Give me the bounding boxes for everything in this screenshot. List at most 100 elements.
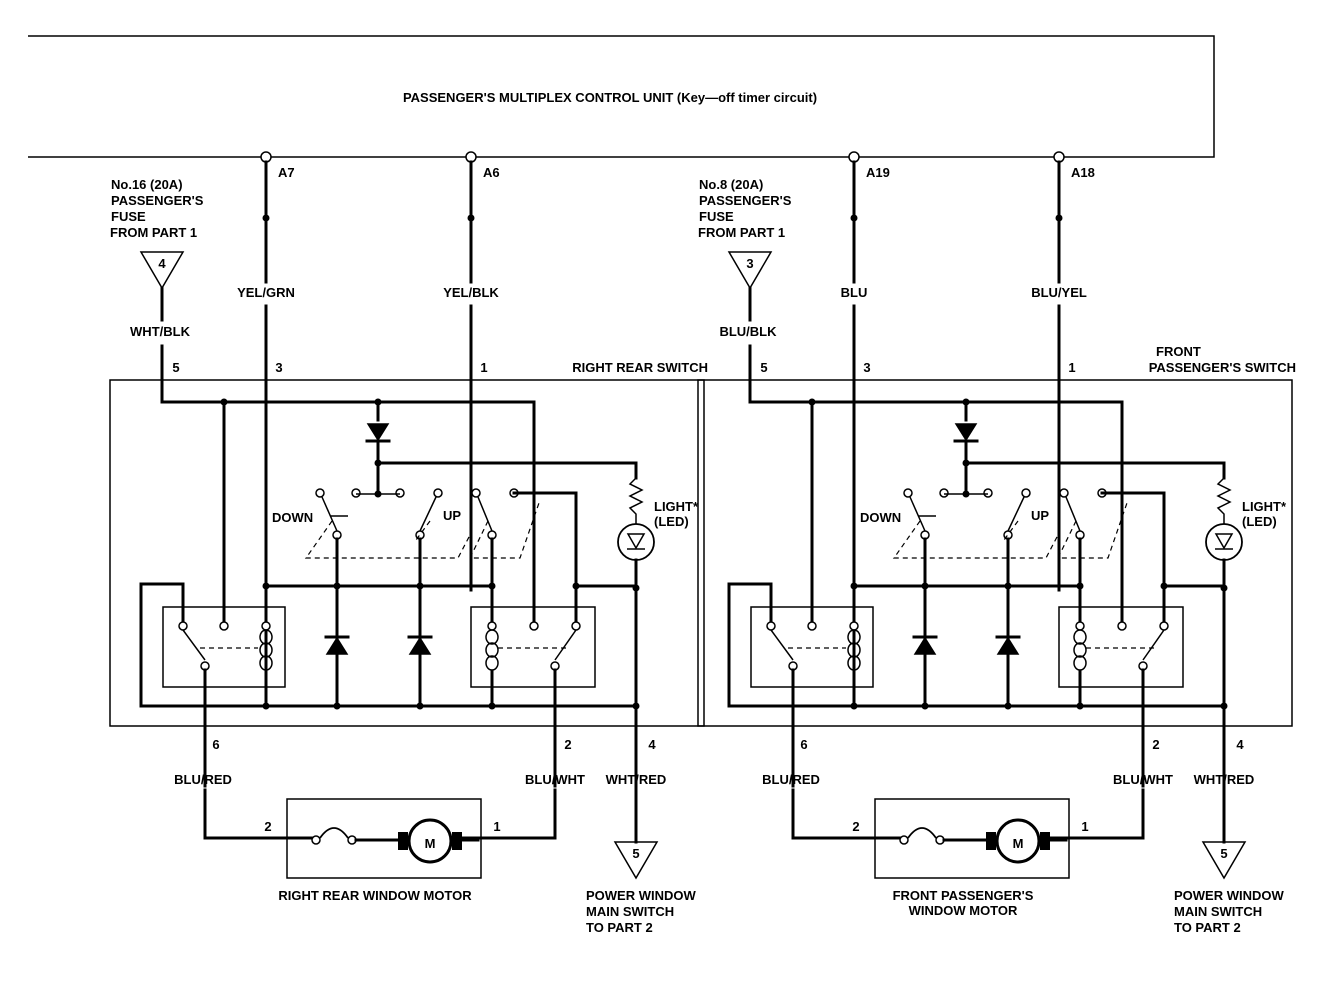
ground-label: TO PART 2 — [586, 920, 653, 935]
relay-coil-loop — [1073, 655, 1087, 671]
terminal — [219, 621, 229, 631]
terminal — [395, 488, 405, 498]
motor-pin-label: 2 — [264, 819, 271, 834]
relay-coil-loop — [1073, 629, 1087, 645]
fuse-label: PASSENGER'S — [699, 193, 792, 208]
relay-coil-loop — [485, 655, 499, 671]
junction-dot — [850, 702, 858, 710]
wire — [419, 496, 437, 532]
wire — [727, 582, 1226, 708]
junction-dot — [416, 582, 424, 590]
led-diode — [1214, 533, 1234, 550]
motor-box — [874, 798, 1070, 879]
junction-dot — [1004, 702, 1012, 710]
ground-label: MAIN SWITCH — [1174, 904, 1262, 919]
wire — [791, 788, 906, 840]
motor-box — [286, 798, 482, 879]
terminal — [849, 621, 859, 631]
relay-coil-loop — [259, 642, 273, 658]
terminal — [487, 621, 497, 631]
motor-icon — [995, 818, 1041, 864]
switch-linkage — [1057, 499, 1129, 559]
terminal — [983, 488, 993, 498]
terminal — [261, 621, 271, 631]
wire — [203, 788, 318, 840]
switch-linkage — [304, 520, 471, 559]
junction-dot — [262, 702, 270, 710]
terminal — [529, 621, 539, 631]
up-label: UP — [443, 508, 461, 523]
motor-label: RIGHT REAR WINDOW MOTOR — [278, 888, 472, 903]
terminal-label: A18 — [1071, 165, 1095, 180]
motor-brush — [452, 832, 462, 850]
terminal — [903, 488, 913, 498]
wire — [460, 788, 557, 840]
connector-triangle — [727, 251, 773, 290]
ground-label: MAIN SWITCH — [586, 904, 674, 919]
connector-number: 4 — [158, 256, 166, 271]
connector-triangle — [1201, 841, 1247, 880]
wire — [748, 400, 1124, 622]
fuse-label: FUSE — [111, 209, 146, 224]
junction-dot — [921, 702, 929, 710]
wire — [1048, 788, 1145, 840]
terminal — [571, 621, 581, 631]
wire — [1007, 496, 1025, 532]
junction-dot — [1055, 214, 1063, 222]
junction-dot — [850, 214, 858, 222]
connector-number: 3 — [746, 256, 753, 271]
relay-coil-loop — [847, 655, 861, 671]
terminal — [351, 488, 361, 498]
wire-label: BLU/RED — [762, 772, 820, 787]
fuse-label: No.16 (20A) — [111, 177, 183, 192]
breaker-icon — [319, 827, 349, 839]
wire — [554, 629, 577, 661]
fuse-label: PASSENGER'S — [111, 193, 204, 208]
wire — [909, 496, 926, 532]
wire — [1216, 477, 1232, 525]
motor-symbol: M — [1013, 836, 1024, 851]
wire — [376, 461, 638, 480]
switch-title: FRONT — [1156, 344, 1201, 359]
switch-linkage — [1003, 520, 1019, 541]
terminal — [939, 488, 949, 498]
wire — [139, 582, 638, 708]
light-label: (LED) — [1242, 514, 1277, 529]
ground-label: POWER WINDOW — [586, 888, 696, 903]
relay-box-right — [1058, 606, 1184, 688]
ground-label: POWER WINDOW — [1174, 888, 1284, 903]
junction-dot — [1076, 582, 1084, 590]
terminal — [807, 621, 817, 631]
wire-label: WHT/RED — [606, 772, 667, 787]
wire-label: YEL/BLK — [443, 285, 499, 300]
motor-pin-label: 2 — [852, 819, 859, 834]
control-unit: PASSENGER'S MULTIPLEX CONTROL UNIT (Key—… — [28, 35, 1215, 158]
junction-dot — [262, 582, 270, 590]
connector-triangle — [613, 841, 659, 880]
pin-label: 1 — [1068, 360, 1075, 375]
terminal — [311, 835, 321, 845]
switch-box — [109, 379, 705, 727]
fuse-label: FROM PART 1 — [698, 225, 785, 240]
control-unit-label: PASSENGER'S MULTIPLEX CONTROL UNIT (Key—… — [403, 90, 817, 105]
wire — [770, 629, 794, 661]
pin-label: 3 — [863, 360, 870, 375]
fuse-label: No.8 (20A) — [699, 177, 763, 192]
relay-box-left — [750, 606, 874, 688]
diode-symbol — [325, 636, 349, 655]
wire — [628, 477, 644, 525]
junction-dot — [488, 702, 496, 710]
terminal — [315, 488, 325, 498]
terminal — [1159, 621, 1169, 631]
switch-linkage — [892, 520, 1059, 559]
terminal-label: A7 — [278, 165, 295, 180]
pin-label: 5 — [172, 360, 179, 375]
wire-label: BLU/WHT — [1113, 772, 1173, 787]
wire — [1065, 496, 1081, 532]
wire — [1142, 629, 1165, 661]
switch-linkage — [415, 520, 431, 541]
relay-coil-loop — [259, 629, 273, 645]
junction-dot — [333, 582, 341, 590]
motor-brush — [1040, 832, 1050, 850]
fuse-label: FUSE — [699, 209, 734, 224]
